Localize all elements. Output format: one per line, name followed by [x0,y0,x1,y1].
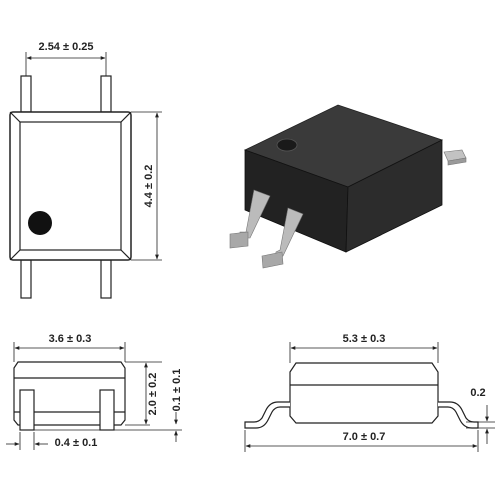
top-view [9,75,132,299]
dim-side-lead-width: 0.4 ± 0.1 [55,437,98,449]
top-view-lead [100,259,112,299]
end-view-body [289,362,439,424]
end-view-lead-left [244,401,290,429]
top-view-dims [25,52,162,261]
side-view [13,361,126,431]
dim-lead-pitch: 2.54 ± 0.25 [39,41,94,53]
dim-end-lead-thickness: 0.2 [470,387,485,399]
dim-body-length: 4.4 ± 0.2 [143,165,155,208]
dim-end-overall-width: 7.0 ± 0.7 [343,431,386,443]
top-view-body-bevel [19,121,122,251]
end-view-dims [244,342,495,452]
dim-side-standoff: 0.1 ± 0.1 [171,369,183,412]
side-view-lead [99,389,115,431]
side-view-dims [6,342,182,450]
isometric-view [229,104,467,269]
top-view-lead [20,75,32,113]
pin1-mark [28,211,52,235]
top-view-body [9,111,132,261]
dim-side-body-width: 3.6 ± 0.3 [49,333,92,345]
end-view [244,362,479,429]
iso-pin1-dimple [276,138,298,152]
iso-side-face [345,139,443,253]
top-view-lead [20,259,32,299]
top-view-lead [100,75,112,113]
dim-side-body-height: 2.0 ± 0.2 [147,373,159,416]
side-view-lead [19,389,35,431]
end-view-lead-right [438,401,479,429]
dim-end-body-width: 5.3 ± 0.3 [343,333,386,345]
